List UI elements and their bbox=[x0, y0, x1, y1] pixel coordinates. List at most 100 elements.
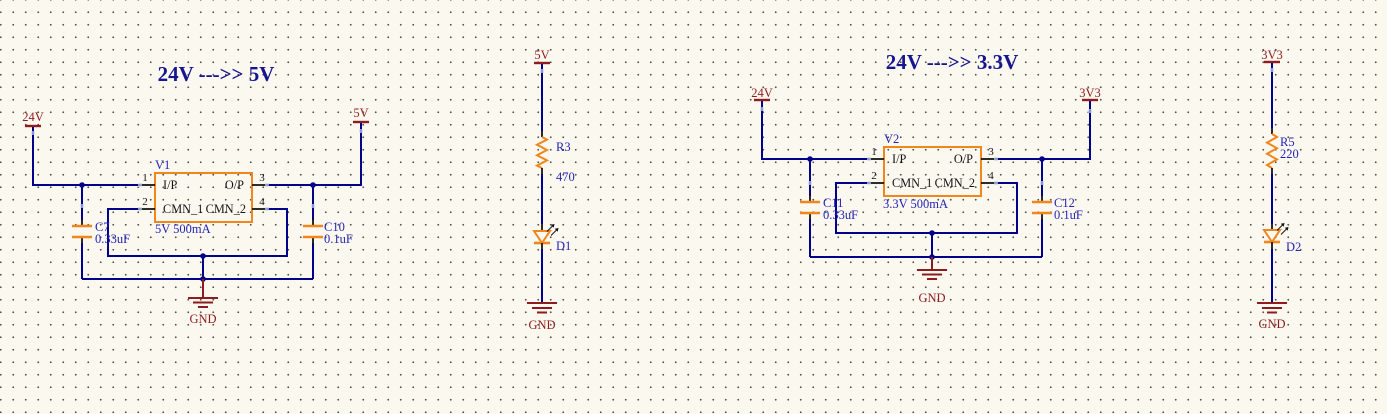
power-port-3v3-led[interactable]: 3V3 bbox=[1261, 48, 1283, 64]
regulator-circuit-3v3[interactable]: 24V --->> 3.3V 24V 3V3 V2 3.3V 500mA 1 bbox=[751, 50, 1101, 305]
power-port-24v-right[interactable]: 24V bbox=[751, 86, 773, 102]
resistor-designator[interactable]: R3 bbox=[556, 140, 571, 154]
diode-designator[interactable]: D1 bbox=[556, 239, 571, 253]
ground-bars-icon bbox=[188, 297, 218, 308]
component-body[interactable] bbox=[883, 146, 982, 197]
led-branch-3v3[interactable]: 3V3 R5 220 D2 GND bbox=[1257, 48, 1301, 331]
power-port-5v-left[interactable]: 5V bbox=[353, 106, 369, 124]
capacitor-value[interactable]: 0.1uF bbox=[1054, 208, 1083, 222]
connect-marker bbox=[265, 207, 269, 211]
led-arrow-icon bbox=[1280, 228, 1288, 235]
connect-marker bbox=[867, 181, 871, 185]
connect-marker bbox=[760, 107, 764, 111]
component-c7-capacitor[interactable]: C7 0.33uF bbox=[72, 219, 130, 246]
component-v1-regulator[interactable]: V1 5V 500mA 1 2 3 4 I/P O/P CMN_1 CMN_2 bbox=[140, 158, 267, 236]
wire-cap-rails[interactable] bbox=[81, 185, 314, 280]
diode-triangle-icon[interactable] bbox=[1262, 229, 1282, 244]
pin-name: CMN_2 bbox=[935, 176, 975, 190]
power-port-24v-left[interactable]: 24V bbox=[22, 110, 44, 128]
ground-symbol-d1[interactable]: GND bbox=[527, 302, 557, 332]
circuit-title-3v3[interactable]: 24V --->> 3.3V bbox=[886, 50, 1019, 74]
ground-label[interactable]: GND bbox=[918, 291, 945, 305]
component-d1-led[interactable]: D1 bbox=[532, 224, 571, 253]
wire-common-loop[interactable] bbox=[835, 182, 1018, 234]
led-arrowhead-icon bbox=[1284, 227, 1289, 231]
connect-marker bbox=[1088, 109, 1092, 113]
connect-marker bbox=[808, 181, 812, 185]
power-port-label[interactable]: 3V3 bbox=[1261, 48, 1283, 62]
capacitor-value[interactable]: 0.1uF bbox=[324, 232, 353, 246]
connect-marker bbox=[994, 157, 998, 161]
component-designator[interactable]: V2 bbox=[884, 132, 899, 146]
diode-designator[interactable]: D2 bbox=[1286, 240, 1301, 254]
connect-marker bbox=[1270, 68, 1274, 72]
connect-marker bbox=[80, 204, 84, 208]
resistor-designator[interactable]: R5 bbox=[1280, 135, 1295, 149]
led-arrow-icon bbox=[546, 225, 554, 232]
capacitor-value[interactable]: 0.33uF bbox=[95, 232, 130, 246]
wire-input[interactable] bbox=[32, 127, 140, 186]
component-c12-capacitor[interactable]: C12 0.1uF bbox=[1032, 195, 1083, 222]
resistor-value[interactable]: 470 bbox=[556, 170, 575, 184]
component-c11-capacitor[interactable]: C11 0.33uF bbox=[800, 195, 858, 222]
ground-bars-icon bbox=[527, 302, 557, 314]
led-arrowhead-icon bbox=[554, 228, 559, 232]
power-port-label[interactable]: 5V bbox=[353, 106, 368, 120]
connect-marker bbox=[994, 181, 998, 185]
resistor-zigzag-icon[interactable] bbox=[534, 136, 550, 169]
power-port-label[interactable]: 3V3 bbox=[1079, 86, 1101, 100]
capacitor-value[interactable]: 0.33uF bbox=[823, 208, 858, 222]
ground-label[interactable]: GND bbox=[528, 318, 555, 332]
led-arrowhead-icon bbox=[550, 224, 555, 228]
component-d2-led[interactable]: D2 bbox=[1262, 223, 1301, 254]
junction-dot bbox=[1039, 156, 1045, 162]
power-port-label[interactable]: 24V bbox=[22, 110, 44, 124]
pin-name: CMN_1 bbox=[892, 176, 932, 190]
pin-name: CMN_2 bbox=[206, 202, 246, 216]
connect-marker bbox=[867, 157, 871, 161]
wire-input[interactable] bbox=[761, 101, 869, 160]
connect-marker bbox=[265, 183, 269, 187]
connect-marker bbox=[138, 183, 142, 187]
pin-name: I/P bbox=[892, 152, 907, 166]
power-port-label[interactable]: 24V bbox=[751, 86, 773, 100]
capacitor-designator[interactable]: C10 bbox=[324, 220, 345, 234]
pin-number: 2 bbox=[871, 170, 877, 182]
capacitor-designator[interactable]: C11 bbox=[823, 196, 843, 210]
ground-label[interactable]: GND bbox=[189, 312, 216, 326]
pin-name: I/P bbox=[163, 178, 178, 192]
wire-cap-rails[interactable] bbox=[809, 159, 1043, 258]
led-arrow-icon bbox=[550, 229, 558, 236]
component-v2-regulator[interactable]: V2 3.3V 500mA 1 2 3 4 I/P O/P CMN_1 CMN_… bbox=[869, 132, 996, 211]
capacitor-designator[interactable]: C7 bbox=[95, 220, 110, 234]
diode-triangle-icon[interactable] bbox=[532, 230, 552, 245]
ground-bars-icon bbox=[917, 269, 947, 280]
junction-dot bbox=[929, 230, 935, 236]
resistor-value[interactable]: 220 bbox=[1280, 147, 1299, 161]
wire-common-loop[interactable] bbox=[107, 208, 288, 257]
power-port-3v3-right[interactable]: 3V3 bbox=[1079, 86, 1101, 102]
component-c10-capacitor[interactable]: C10 0.1uF bbox=[303, 219, 353, 246]
connect-marker bbox=[138, 207, 142, 211]
ground-bars-icon bbox=[1257, 302, 1287, 314]
component-comment[interactable]: 5V 500mA bbox=[155, 222, 211, 236]
ground-symbol-d2[interactable]: GND bbox=[1257, 302, 1287, 331]
circuit-title-5v[interactable]: 24V --->> 5V bbox=[158, 62, 275, 86]
ground-symbol-v1[interactable]: GND bbox=[188, 279, 218, 326]
wire-output[interactable] bbox=[267, 123, 362, 186]
component-r3-resistor[interactable]: R3 470 bbox=[534, 131, 575, 184]
component-body[interactable] bbox=[154, 172, 253, 223]
wire-output[interactable] bbox=[996, 101, 1091, 160]
component-comment[interactable]: 3.3V 500mA bbox=[883, 197, 948, 211]
ground-label[interactable]: GND bbox=[1258, 317, 1285, 331]
power-port-5v-led[interactable]: 5V bbox=[534, 48, 550, 65]
resistor-zigzag-icon[interactable] bbox=[1264, 133, 1280, 169]
regulator-circuit-5v[interactable]: 24V --->> 5V 24V 5V V1 5V 500 bbox=[22, 62, 369, 326]
led-branch-5v[interactable]: 5V R3 470 D1 GND bbox=[527, 48, 575, 332]
power-port-label[interactable]: 5V bbox=[534, 48, 549, 62]
ground-symbol-v2[interactable]: GND bbox=[917, 257, 947, 305]
capacitor-designator[interactable]: C12 bbox=[1054, 196, 1075, 210]
component-r5-resistor[interactable]: R5 220 bbox=[1264, 128, 1299, 174]
component-designator[interactable]: V1 bbox=[155, 158, 170, 172]
